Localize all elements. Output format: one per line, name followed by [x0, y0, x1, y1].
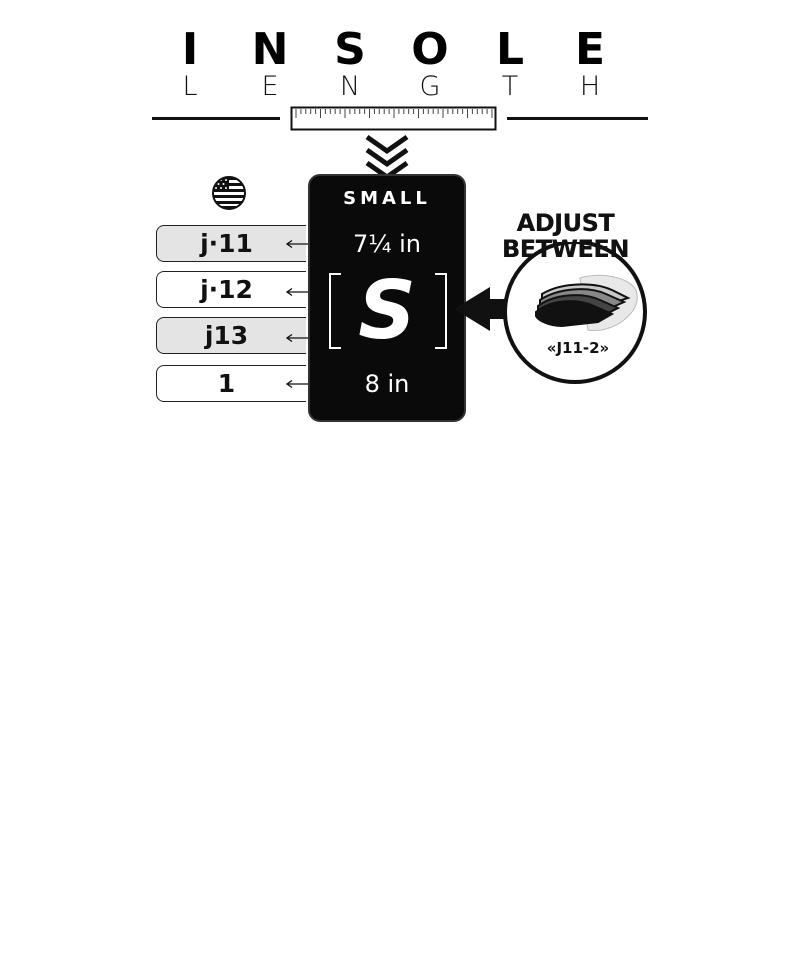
- title-length: L E N G T H: [170, 72, 610, 102]
- title-letter: I: [181, 24, 199, 75]
- size-label: j·12: [200, 275, 253, 304]
- size-card: SMALL 7¼ in S 8 in: [308, 174, 466, 422]
- size-name: SMALL: [343, 188, 431, 209]
- adjust-line1: ADJUST: [516, 209, 615, 237]
- size-label: j13: [204, 321, 249, 350]
- size-row-j12: j·12: [156, 271, 306, 308]
- subtitle-letter: L: [182, 71, 198, 102]
- size-letter: S: [358, 264, 416, 357]
- subtitle-letter: G: [419, 71, 441, 102]
- size-row-j13: j13: [156, 317, 306, 354]
- subtitle-letter: T: [501, 71, 519, 102]
- subtitle-letter: E: [261, 71, 279, 102]
- size-row-j11: j·11: [156, 225, 306, 262]
- adjust-line2: BETWEEN: [502, 235, 629, 263]
- title-letter: L: [495, 24, 525, 75]
- size-label: 1: [217, 369, 236, 398]
- size-row-1: 1: [156, 365, 306, 402]
- title-letter: N: [251, 24, 289, 75]
- adjust-range: «J11-2»: [546, 339, 610, 357]
- big-arrow-left-icon: [454, 287, 516, 331]
- insole-stack-icon: [535, 274, 638, 331]
- max-length: 8 in: [364, 370, 410, 398]
- size-label: j·11: [200, 229, 253, 258]
- divider-left: [152, 117, 280, 120]
- title-letter: E: [574, 24, 606, 75]
- us-flag-icon: [212, 176, 246, 210]
- adjust-label: ADJUST BETWEEN: [502, 210, 629, 262]
- subtitle-letter: H: [579, 71, 601, 102]
- min-length: 7¼ in: [352, 230, 422, 258]
- ruler-icon: [290, 106, 497, 131]
- subtitle-letter: N: [339, 71, 361, 102]
- bracket-right-icon: [435, 273, 447, 349]
- title-letter: O: [411, 24, 449, 75]
- title-letter: S: [334, 24, 366, 75]
- bracket-left-icon: [329, 273, 341, 349]
- divider-right: [507, 117, 648, 120]
- title-insole: I N S O L E: [170, 26, 610, 74]
